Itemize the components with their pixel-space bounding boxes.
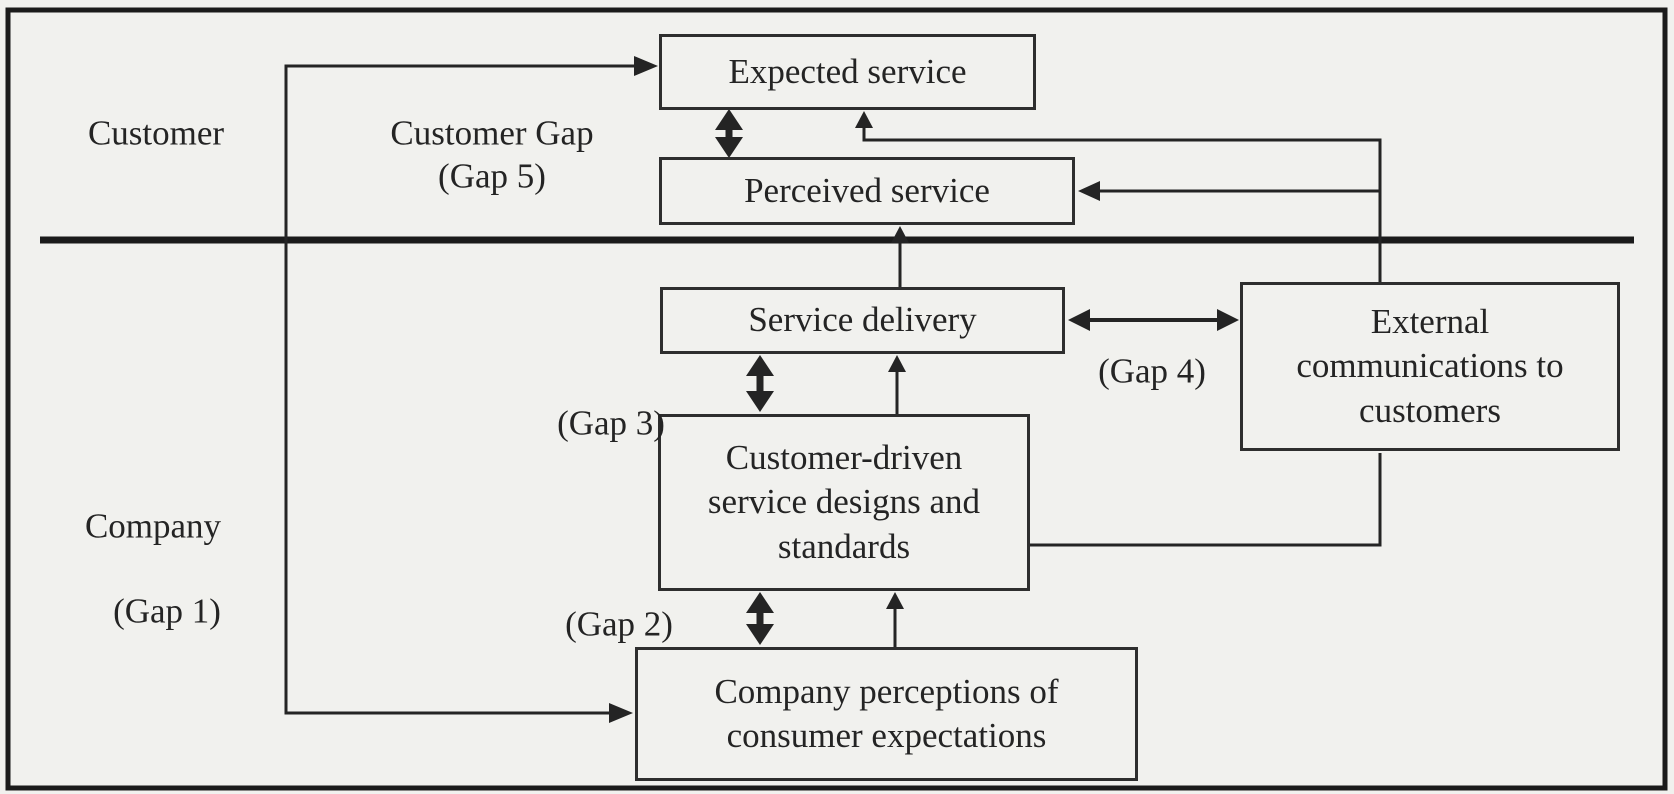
page-frame	[5, 7, 1668, 791]
arrowhead-into-perceived-right	[1078, 181, 1100, 201]
arrowhead-into-designs-bottom	[886, 592, 904, 609]
connector-gap1	[284, 64, 640, 715]
arrowhead-into-perceived-bottom	[891, 226, 909, 243]
arrowhead-into-delivery-bottom	[888, 355, 906, 372]
arrowhead-gap4-right	[1217, 309, 1239, 331]
arrowhead-gap2-down	[746, 624, 774, 645]
arrowhead-gap2-up	[746, 592, 774, 613]
arrowhead-gap3-down	[746, 391, 774, 412]
arrowhead-into-company-perceptions	[609, 703, 633, 723]
arrowhead-gap4-left	[1068, 309, 1090, 331]
connector-designs-to-external	[1030, 453, 1382, 547]
label-gap4: (Gap 4)	[1098, 351, 1206, 391]
label-customer-region: Customer	[87, 113, 225, 153]
node-company-perceptions: Company perceptions of consumer expectat…	[635, 647, 1138, 781]
arrowhead-into-expected-service	[634, 56, 658, 76]
arrowhead-gap5-up	[715, 109, 743, 130]
node-expected-service: Expected service	[659, 34, 1036, 110]
arrowhead-gap3-up	[746, 355, 774, 376]
node-perceived-service: Perceived service	[659, 157, 1075, 225]
label-gap1: (Gap 1)	[113, 591, 221, 631]
node-customer-driven-designs: Customer-driven service designs and stan…	[658, 414, 1030, 591]
label-gap3: (Gap 3)	[557, 403, 665, 443]
label-company-region: Company	[84, 506, 222, 546]
node-service-delivery: Service delivery	[660, 287, 1065, 354]
node-external-communications: External communications to customers	[1240, 282, 1620, 451]
connector-external-to-expected	[862, 124, 1382, 282]
arrowhead-into-expected-bottom	[855, 111, 873, 128]
label-gap2: (Gap 2)	[565, 604, 673, 644]
label-customer-gap5: Customer Gap (Gap 5)	[390, 113, 594, 196]
arrowhead-gap5-down	[715, 137, 743, 158]
